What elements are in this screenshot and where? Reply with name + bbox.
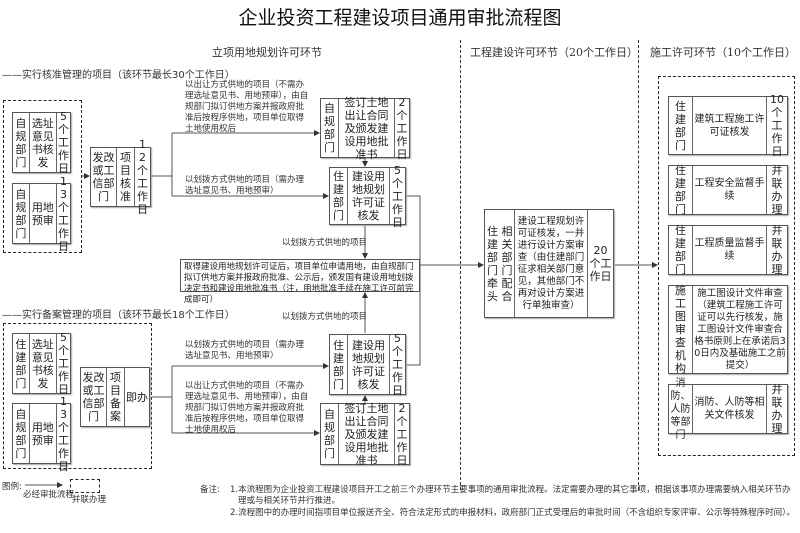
fire-civil-defense-box: 消防、人防等部门 消防、人防等相关文件核发 并联办理 xyxy=(668,378,788,441)
department: 自规部门 xyxy=(13,184,30,243)
task: 选址意见书核发 xyxy=(30,334,57,393)
land-pre-review-box: 自规部门 用地预审 13个工作日 xyxy=(12,394,71,473)
allocation-up-label: 以划拨方式供地的项目 xyxy=(282,312,368,322)
task: 用地预审 xyxy=(30,404,57,463)
department: 住建部门 xyxy=(330,168,348,224)
department: 施工图审查机构 xyxy=(669,284,693,375)
transfer-path-label: 以出让方式供地的项目（不需办理选址意见书、用地预审），由自规部门拟订供地方案并报… xyxy=(185,381,309,435)
note-2: 2.流程图中的办理时间指项目单位报送齐全、符合法定形式的申报材料，政府部门正式受… xyxy=(230,508,795,518)
section-construction-permit: 施工许可环节（10个工作日） xyxy=(650,46,796,59)
department: 住建部门 xyxy=(669,97,693,154)
task: 施工图设计文件审查（建筑工程施工许可证可以先行核发，施工图设计文件审查合格书原则… xyxy=(694,287,786,371)
duration: 2个工作日 xyxy=(396,95,408,161)
section-engineering-permit: 工程建设许可环节（20个工作日） xyxy=(470,46,638,59)
assisting-departments: 相关部门配合 xyxy=(500,210,515,317)
task: 项目备案 xyxy=(107,368,125,426)
duration: 20个工作日 xyxy=(589,244,612,283)
duration: 10个工作日 xyxy=(770,93,784,158)
allocation-path-label: 以划拨方式供地的项目（需办理选址意见书、用地预审） xyxy=(185,340,305,361)
record-track-heading: ——实行备案管理的项目（该环节最长18个工作日） xyxy=(2,310,235,321)
construction-permit-box: 住建部门 建筑工程施工许可证核发 10个工作日 xyxy=(668,93,788,158)
duration: 并联办理 xyxy=(771,164,783,216)
engineering-permit-box: 住建部门牵头 相关部门配合 建设工程规划许可证核发，一并进行设计方案审查（由住建… xyxy=(484,209,614,318)
duration: 5个工作日 xyxy=(58,110,69,175)
parallel-group xyxy=(658,76,795,456)
notes-label: 备注: xyxy=(200,485,220,495)
department: 发改或工信部门 xyxy=(91,148,117,206)
allocation-down-label: 以划拨方式供地的项目 xyxy=(282,238,368,248)
duration: 5个工作日 xyxy=(58,331,69,396)
task: 签订土地出让合同及颁发建设用地批准书 xyxy=(339,96,395,161)
department: 住建部门 xyxy=(13,334,30,393)
department: 自规部门 xyxy=(321,99,339,157)
legend-label: 图例: xyxy=(2,482,22,492)
department: 住建部门 xyxy=(669,224,693,276)
land-contract-box: 自规部门 签订土地出让合同及颁发建设用地批准书 2个工作日 xyxy=(320,401,410,467)
page-title: 企业投资工程建设项目通用审批流程图 xyxy=(238,7,562,29)
transfer-path-label: 以出让方式供地的项目（不需办理选址意见书、用地预审），由自规部门拟订供地方案并报… xyxy=(185,80,309,134)
project-approval-box: 发改或工信部门 项目核准 12个工作日 xyxy=(90,138,151,216)
department: 自规部门 xyxy=(321,404,339,464)
note-1: 1.本流程图为企业投资工程建设项目开工之前三个办理环节主要事项的通用审批流程。法… xyxy=(230,485,791,506)
duration: 12个工作日 xyxy=(137,138,148,216)
duration: 并联办理 xyxy=(771,224,783,276)
land-pre-review-box: 自规部门 用地预审 13个工作日 xyxy=(12,174,71,253)
task: 选址意见书核发 xyxy=(30,113,57,172)
duration: 5个工作日 xyxy=(392,163,403,229)
task: 消防、人防等相关文件核发 xyxy=(693,385,767,433)
duration: 即办 xyxy=(126,390,148,404)
task: 工程质量监督手续 xyxy=(693,226,767,274)
duration: 5个工作日 xyxy=(392,332,403,397)
duration: 13个工作日 xyxy=(58,394,69,473)
task: 项目核准 xyxy=(117,148,135,206)
site-opinion-box: 住建部门 选址意见书核发 5个工作日 xyxy=(12,331,71,396)
duration: 2个工作日 xyxy=(396,401,408,467)
department: 自规部门 xyxy=(13,404,30,463)
land-allocation-box: 取得建设用地规划许可证后，项目单位申请用地，由自规部门拟订供地方案并报政府批准、… xyxy=(180,259,420,305)
task: 建设用地规划许可证核发 xyxy=(348,168,390,224)
safety-supervision-box: 住建部门 工程安全监督手续 并联办理 xyxy=(668,164,788,216)
parallel-group xyxy=(3,100,82,253)
task: 建筑工程施工许可证核发 xyxy=(693,97,767,154)
department: 住建部门 xyxy=(330,335,348,394)
duration: 13个工作日 xyxy=(58,174,69,253)
allocation-path-label: 以划拨方式供地的项目（需办理选址意见书、用地预审） xyxy=(185,175,305,196)
department: 住建部门 xyxy=(669,164,693,216)
legend-arrow-label: 必经审批流程 xyxy=(23,490,75,500)
approval-track-heading: ——实行核准管理的项目（该环节最长30个工作日） xyxy=(2,70,235,81)
task: 签订土地出让合同及颁发建设用地批准书 xyxy=(339,402,395,467)
department: 发改或工信部门 xyxy=(81,368,107,426)
legend-dashed-label: 并联办理 xyxy=(72,495,107,505)
parallel-group xyxy=(3,323,152,469)
task: 用地预审 xyxy=(30,184,57,243)
task: 建设用地规划许可证核发 xyxy=(348,335,390,394)
duration: 并联办理 xyxy=(771,383,783,435)
land-planning-permit-box: 住建部门 建设用地规划许可证核发 5个工作日 xyxy=(329,163,406,229)
department: 消防、人防等部门 xyxy=(669,378,693,441)
land-contract-box: 自规部门 签订土地出让合同及颁发建设用地批准书 2个工作日 xyxy=(320,95,410,161)
quality-supervision-box: 住建部门 工程质量监督手续 并联办理 xyxy=(668,224,788,276)
land-planning-permit-box: 住建部门 建设用地规划许可证核发 5个工作日 xyxy=(329,332,406,397)
drawing-review-box: 施工图审查机构 施工图设计文件审查（建筑工程施工许可证可以先行核发，施工图设计文… xyxy=(668,284,788,375)
task: 工程安全监督手续 xyxy=(693,166,767,214)
project-record-box: 发改或工信部门 项目备案 即办 xyxy=(80,367,150,427)
task: 建设工程规划许可证核发，一并进行设计方案审查（由住建部门征求相关部门意见，其他部… xyxy=(515,210,588,317)
lead-department: 住建部门牵头 xyxy=(487,224,498,303)
legend-dashed-box xyxy=(70,479,100,493)
department: 自规部门 xyxy=(13,113,30,172)
site-opinion-box: 自规部门 选址意见书核发 5个工作日 xyxy=(12,110,71,175)
section-land-planning: 立项用地规划许可环节 xyxy=(212,46,322,59)
